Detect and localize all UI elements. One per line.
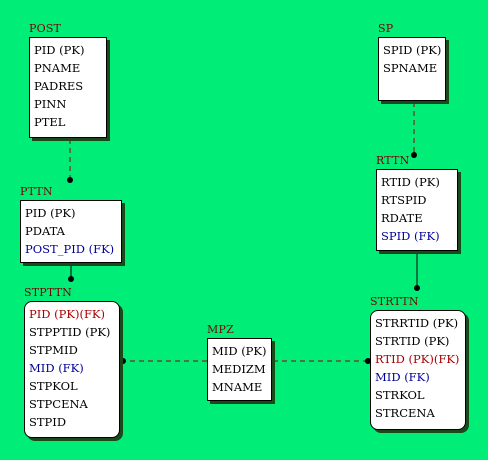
relationship-endpoint-strttn	[414, 285, 420, 291]
relationship-endpoint-stpttn	[120, 358, 126, 364]
relationship-endpoint-strttn	[365, 358, 371, 364]
entity-fields: RTID (PK) RTSPID RDATE SPID (FK)	[376, 169, 458, 251]
field-spid: SPID (FK)	[381, 229, 440, 243]
entity-title: MPZ	[207, 323, 234, 336]
field-pid: PID (PK)	[34, 43, 85, 57]
field-rdate: RDATE	[381, 211, 423, 225]
field-strtid: STRTID (PK)	[375, 334, 450, 348]
field-stpmid: STPMID	[29, 343, 78, 357]
field-stpptid: STPPTID (PK)	[29, 325, 111, 339]
entity-fields: SPID (PK) SPNAME	[378, 37, 446, 101]
field-stpkol: STPKOL	[29, 379, 78, 393]
field-pdata: PDATA	[25, 224, 65, 238]
entity-title: STRTTN	[370, 295, 419, 308]
entity-title: SP	[378, 22, 394, 35]
field-post-pid: POST_PID (FK)	[25, 242, 115, 256]
field-stpcena: STPCENA	[29, 397, 88, 411]
entity-title: RTTN	[376, 154, 410, 167]
field-spid: SPID (PK)	[383, 43, 442, 57]
field-stpid: STPID	[29, 415, 67, 429]
field-medizm: MEDIZM	[212, 362, 266, 376]
entity-title: STPTTN	[24, 286, 72, 299]
field-rtspid: RTSPID	[381, 193, 427, 207]
field-padres: PADRES	[34, 79, 84, 93]
entity-title: POST	[29, 22, 62, 35]
field-spname: SPNAME	[383, 61, 438, 75]
field-mid: MID (PK)	[212, 344, 267, 358]
entity-title: PTTN	[20, 185, 53, 198]
entity-fields: PID (PK)(FK) STPPTID (PK) STPMID MID (FK…	[24, 301, 120, 438]
field-ptel: PTEL	[34, 115, 66, 129]
entity-fields: PID (PK) PDATA POST_PID (FK)	[20, 200, 122, 263]
entity-fields: MID (PK) MEDIZM MNAME	[207, 338, 272, 401]
entity-fields: STRRTID (PK) STRTID (PK) RTID (PK)(FK) M…	[370, 310, 466, 430]
relationship-endpoint-rttn	[411, 152, 417, 158]
field-strrtid: STRRTID (PK)	[375, 316, 459, 330]
field-mid: MID (FK)	[375, 370, 430, 384]
relationship-endpoint-pttn	[67, 177, 73, 183]
relationship-endpoint-stpttn	[68, 276, 74, 282]
field-rtid: RTID (PK)(FK)	[375, 352, 460, 366]
field-pinn: PINN	[34, 97, 67, 111]
field-pname: PNAME	[34, 61, 81, 75]
entity-fields: PID (PK) PNAME PADRES PINN PTEL	[29, 37, 107, 138]
field-strcena: STRCENA	[375, 406, 435, 420]
field-rtid: RTID (PK)	[381, 175, 440, 189]
field-pid: PID (PK)	[25, 206, 76, 220]
field-mid: MID (FK)	[29, 361, 84, 375]
field-pid: PID (PK)(FK)	[29, 307, 106, 321]
field-strkol: STRKOL	[375, 388, 425, 402]
field-mname: MNAME	[212, 380, 263, 394]
